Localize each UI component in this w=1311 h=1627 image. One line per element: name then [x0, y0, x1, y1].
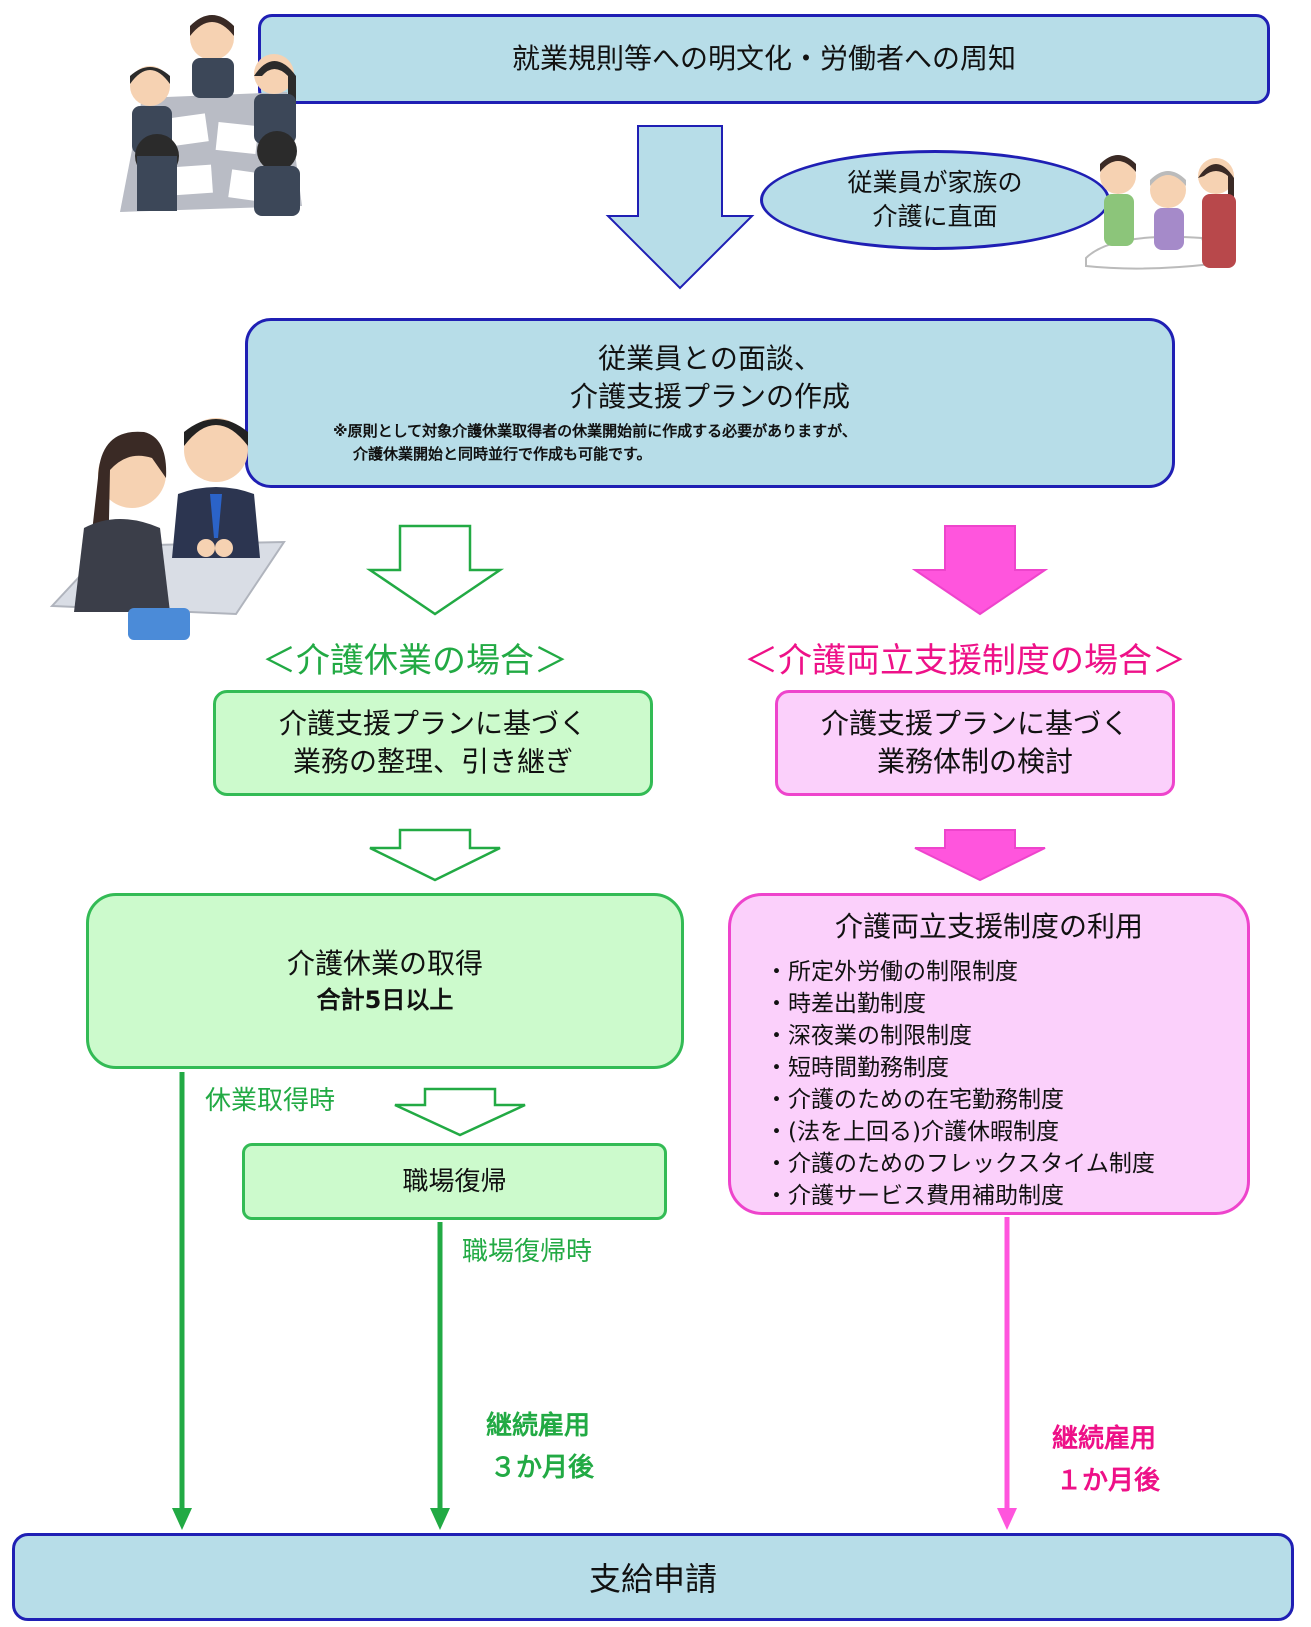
label-leave-time: 休業取得時 — [205, 1086, 336, 1116]
interview-box: 従業員との面談、 介護支援プランの作成 ※原則として対象介護休業取得者の休業開始… — [245, 318, 1175, 488]
left-arrow-1 — [365, 524, 505, 616]
support-system-list: ・所定外労働の制限制度 ・時差出勤制度 ・深夜業の制限制度 ・短時間勤務制度 ・… — [765, 956, 1155, 1212]
left-heading: ＜介護休業の場合＞ — [262, 641, 568, 681]
top-box: 就業規則等への明文化・労働者への周知 — [258, 14, 1270, 104]
right-step1-line2: 業務体制の検討 — [876, 745, 1073, 778]
system-item: ・介護サービス費用補助制度 — [765, 1183, 1064, 1209]
label-employ-1m-2: １か月後 — [1056, 1466, 1161, 1496]
label-employ-3m-1: 継続雇用 — [486, 1411, 591, 1441]
system-item: ・介護のための在宅勤務制度 — [765, 1087, 1064, 1113]
label-employ-1m-1: 継続雇用 — [1052, 1424, 1157, 1454]
right-step1-box: 介護支援プランに基づく 業務体制の検討 — [775, 690, 1175, 796]
interview-line1: 従業員との面談、 — [598, 342, 822, 375]
left-arrow-2 — [369, 828, 501, 882]
meeting-illustration — [120, 15, 302, 216]
right-heading: ＜介護両立支援制度の場合＞ — [744, 641, 1186, 681]
right-step2-title: 介護両立支援制度の利用 — [834, 910, 1143, 943]
return-box: 職場復帰 — [242, 1143, 667, 1220]
main-down-arrow — [605, 125, 755, 290]
label-employ-3m-2: ３か月後 — [490, 1453, 595, 1483]
interview-note1: ※原則として対象介護休業取得者の休業開始前に作成する必要がありますが、 — [333, 422, 857, 440]
ellipse-line2: 介護に直面 — [872, 202, 998, 231]
right-step1-line1: 介護支援プランに基づく — [820, 707, 1129, 740]
return-arrow — [394, 1087, 526, 1137]
ellipse-line1: 従業員が家族の — [847, 168, 1023, 197]
right-step2-box: 介護両立支援制度の利用 ・所定外労働の制限制度 ・時差出勤制度 ・深夜業の制限制… — [728, 893, 1250, 1215]
system-item: ・深夜業の制限制度 — [765, 1023, 972, 1049]
system-item: ・介護のためのフレックスタイム制度 — [765, 1151, 1155, 1177]
left-step2-line2: 合計5日以上 — [316, 986, 454, 1014]
left-step1-line1: 介護支援プランに基づく — [278, 707, 587, 740]
left-step2-line1: 介護休業の取得 — [286, 947, 483, 980]
interview-line2: 介護支援プランの作成 — [569, 380, 850, 413]
system-item: ・(法を上回る)介護休暇制度 — [765, 1119, 1059, 1145]
left-step1-line2: 業務の整理、引き継ぎ — [292, 745, 573, 778]
system-item: ・時差出勤制度 — [765, 991, 926, 1017]
return-box-text: 職場復帰 — [402, 1166, 507, 1197]
interview-illustration — [49, 418, 286, 640]
left-step1-box: 介護支援プランに基づく 業務の整理、引き継ぎ — [213, 690, 653, 796]
label-return-time: 職場復帰時 — [462, 1237, 593, 1267]
top-box-text: 就業規則等への明文化・労働者への周知 — [511, 42, 1016, 75]
family-care-illustration — [1085, 155, 1236, 270]
interview-note2: 介護休業開始と同時並行で作成も可能です。 — [353, 445, 652, 463]
left-step2-box: 介護休業の取得 合計5日以上 — [86, 893, 684, 1069]
right-arrow-2 — [914, 829, 1046, 882]
right-arrow-1 — [911, 525, 1049, 616]
bottom-box-text: 支給申請 — [588, 1560, 717, 1598]
system-item: ・短時間勤務制度 — [765, 1055, 949, 1081]
system-item: ・所定外労働の制限制度 — [765, 959, 1018, 985]
bottom-box: 支給申請 — [12, 1533, 1294, 1621]
